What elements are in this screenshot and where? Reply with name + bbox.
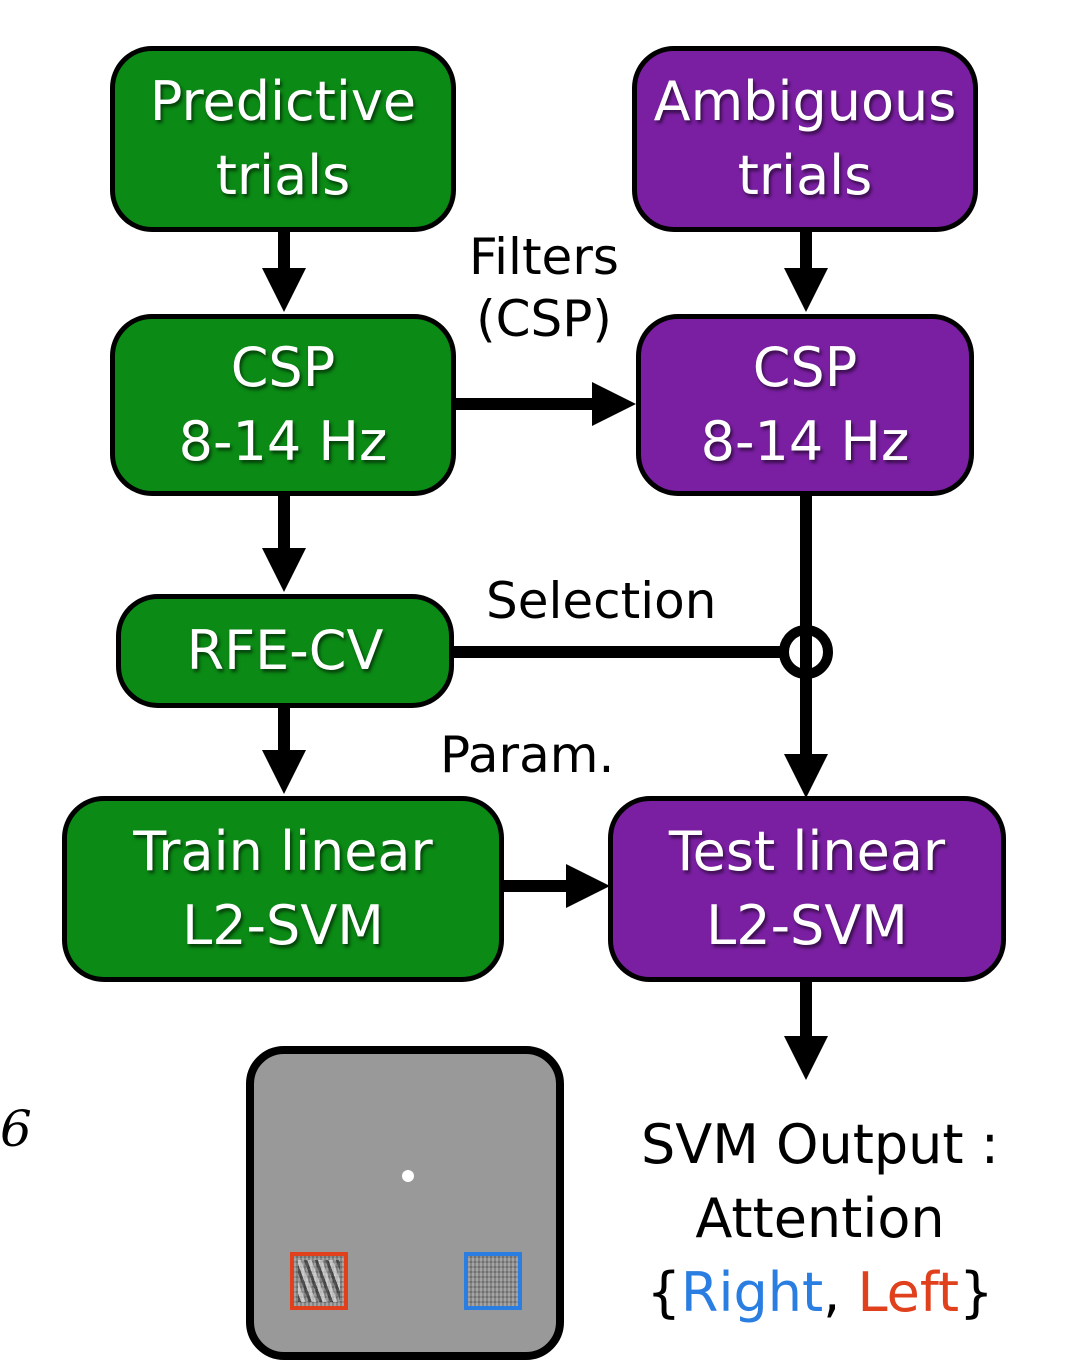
selection-junction bbox=[779, 625, 833, 679]
csp-left-node: CSP 8-14 Hz bbox=[110, 314, 456, 496]
csp-right-node: CSP 8-14 Hz bbox=[636, 314, 974, 496]
stray-glyph: 6 bbox=[0, 1100, 32, 1158]
param-label: Param. bbox=[440, 726, 615, 784]
arrowhead bbox=[784, 1036, 828, 1080]
node-label: CSP bbox=[230, 336, 336, 399]
train-svm-node: Train linear L2-SVM bbox=[62, 796, 504, 982]
left-class-label: Left bbox=[857, 1261, 960, 1324]
node-label: CSP bbox=[752, 336, 858, 399]
test-svm-node: Test linear L2-SVM bbox=[608, 796, 1006, 982]
arrowhead bbox=[784, 268, 828, 312]
brace-open: { bbox=[646, 1261, 681, 1324]
right-class-label: Right bbox=[680, 1261, 824, 1324]
node-label: 8-14 Hz bbox=[178, 410, 388, 473]
arrowhead bbox=[566, 864, 610, 908]
edge-label: (CSP) bbox=[476, 290, 612, 348]
node-label: RFE-CV bbox=[186, 619, 384, 682]
filters-label: Filters (CSP) bbox=[456, 226, 632, 350]
left-grating-patch bbox=[290, 1252, 348, 1310]
predictive-trials-node: Predictive trials bbox=[110, 46, 456, 232]
brace-close: } bbox=[959, 1261, 994, 1324]
stimulus-screen bbox=[246, 1046, 564, 1360]
node-label: trials bbox=[215, 144, 351, 207]
node-label: Test linear bbox=[668, 820, 946, 883]
arrowhead bbox=[262, 548, 306, 592]
svm-output-text: SVM Output : Attention {Right, Left} bbox=[620, 1108, 1020, 1330]
ambiguous-trials-node: Ambiguous trials bbox=[632, 46, 978, 232]
fixation-dot bbox=[402, 1170, 414, 1182]
node-label: Train linear bbox=[133, 820, 433, 883]
output-line3: {Right, Left} bbox=[620, 1256, 1020, 1330]
gabor-stripes bbox=[298, 1260, 340, 1302]
arrowhead bbox=[262, 750, 306, 794]
right-noise-patch bbox=[464, 1252, 522, 1310]
output-line2: Attention bbox=[695, 1187, 945, 1250]
node-label: L2-SVM bbox=[182, 894, 384, 957]
arrowhead bbox=[592, 382, 636, 426]
node-label: L2-SVM bbox=[706, 894, 908, 957]
comma: , bbox=[823, 1261, 841, 1324]
arrowhead bbox=[784, 754, 828, 798]
output-line1: SVM Output : bbox=[641, 1113, 999, 1176]
rfe-cv-node: RFE-CV bbox=[116, 594, 454, 708]
node-label: Ambiguous bbox=[653, 70, 957, 133]
selection-label: Selection bbox=[486, 572, 717, 630]
arrowhead bbox=[262, 268, 306, 312]
node-label: trials bbox=[737, 144, 873, 207]
node-label: Predictive bbox=[149, 70, 417, 133]
node-label: 8-14 Hz bbox=[700, 410, 910, 473]
edge-label: Filters bbox=[469, 228, 619, 286]
